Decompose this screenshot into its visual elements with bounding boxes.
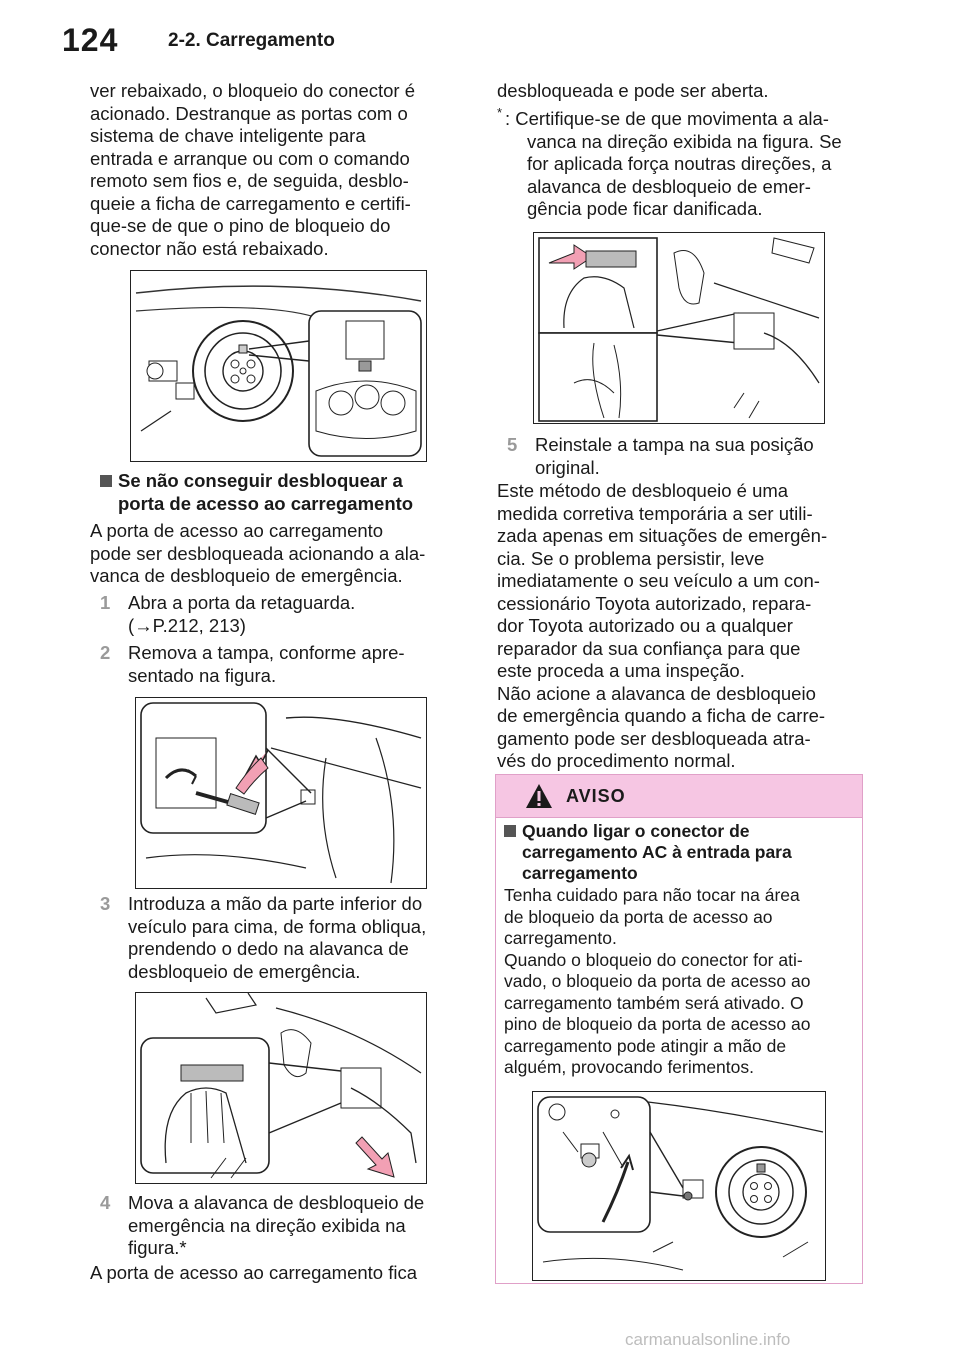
bullet-square-icon	[504, 825, 516, 837]
step-number: 5	[507, 434, 518, 455]
closing-line: A porta de acesso ao carregamento fica	[90, 1262, 418, 1283]
warning-box: AVISO Quando ligar o conector de carrega…	[495, 774, 863, 1284]
lever-direction-illustration	[538, 237, 820, 422]
reach-lever-illustration	[140, 993, 422, 1179]
intro-line: acionado. Destranque as portas com o	[90, 102, 408, 124]
intro-line: queie a ficha de carregamento e certifi-	[90, 192, 411, 214]
warning-triangle-icon	[526, 784, 552, 808]
figure-remove-cover	[135, 697, 427, 889]
step-4: 4 Mova a alavanca de desbloqueio de emer…	[100, 1192, 425, 1258]
footnote: *: Certifique-se de que movimenta a ala-…	[497, 105, 867, 221]
intro-line: conector não está rebaixado.	[90, 237, 329, 259]
step-1: 1 Abra a porta da retaguarda. (→P.212, 2…	[100, 592, 356, 636]
step-5: 5 Reinstale a tampa na sua posição origi…	[507, 434, 814, 478]
section-title: 2-2. Carregamento	[168, 30, 335, 51]
step-number: 3	[100, 893, 111, 914]
warning-header: AVISO	[496, 775, 862, 818]
step-2: 2 Remova a tampa, conforme apre- sentado…	[100, 642, 405, 686]
step-number: 2	[100, 642, 111, 663]
intro-paragraph: ver rebaixado, o bloqueio do conector é …	[90, 80, 470, 260]
figure-lock-pin-warning	[532, 1091, 826, 1281]
remove-cover-illustration	[140, 702, 422, 884]
intro-line: ver rebaixado, o bloqueio do conector é	[90, 80, 415, 101]
figure-charging-inlet-lock	[130, 270, 427, 462]
intro-line: entrada e arranque ou com o comando	[90, 147, 410, 169]
step-3: 3 Introduza a mão da parte inferior do v…	[100, 893, 427, 982]
charging-inlet-illustration	[135, 285, 422, 457]
watermark: carmanualsonline.info	[625, 1330, 791, 1349]
lock-pin-illustration	[537, 1096, 824, 1271]
method-paragraph: Este método de desbloqueio é uma medida …	[497, 480, 828, 771]
step-number: 4	[100, 1192, 111, 1213]
subheading-unlock-charging-port: Se não conseguir desbloquear a porta de …	[100, 470, 470, 515]
intro-line: que-se de que o pino de bloqueio do	[90, 215, 391, 236]
bullet-square-icon	[100, 475, 112, 487]
intro-line: sistema de chave inteligente para	[90, 125, 366, 146]
figure-reach-release-lever	[135, 992, 427, 1184]
footnote-mark: *	[497, 105, 503, 120]
figure-lever-direction	[533, 232, 825, 424]
warning-subheading: Quando ligar o conector de carregamento …	[504, 821, 856, 884]
step-number: 1	[100, 592, 111, 613]
continuation-line: desbloqueada e pode ser aberta.	[497, 80, 769, 101]
page-number: 124	[62, 22, 119, 58]
intro-line: remoto sem fios e, de seguida, desblo-	[90, 170, 409, 191]
sub-intro-paragraph: A porta de acesso ao carregamento pode s…	[90, 520, 426, 586]
warning-title: AVISO	[566, 786, 626, 806]
warning-body: Tenha cuidado para não tocar na área de …	[504, 885, 811, 1077]
